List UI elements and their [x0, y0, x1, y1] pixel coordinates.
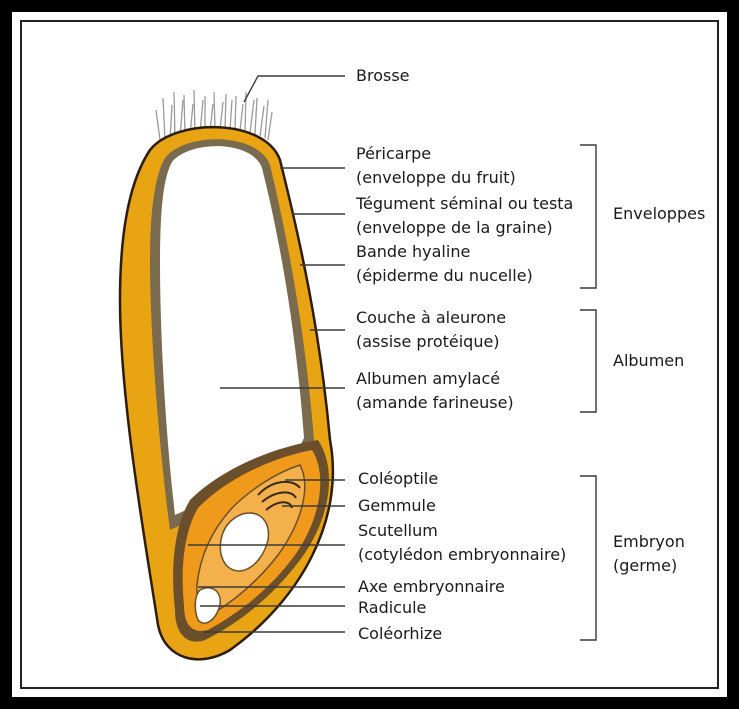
label-coleoptile: Coléoptile — [358, 467, 438, 491]
label-pericarpe: Péricarpe — [356, 142, 431, 166]
label-pericarpe-sub: (enveloppe du fruit) — [356, 166, 516, 190]
label-albumen-amylace-sub: (amande farineuse) — [356, 391, 514, 415]
label-tegument: Tégument séminal ou testa — [356, 192, 573, 216]
label-gemmule: Gemmule — [358, 494, 436, 518]
label-radicule: Radicule — [358, 596, 426, 620]
group-albumen: Albumen — [613, 349, 684, 373]
label-couche-sub: (assise protéique) — [356, 330, 500, 354]
label-albumen-amylace: Albumen amylacé — [356, 367, 500, 391]
group-embryon: Embryon — [613, 530, 685, 554]
group-brackets — [580, 145, 596, 640]
group-enveloppes: Enveloppes — [613, 202, 705, 226]
label-scutellum-sub: (cotylédon embryonnaire) — [358, 543, 566, 567]
group-embryon-sub: (germe) — [613, 554, 677, 578]
label-bande: Bande hyaline — [356, 240, 470, 264]
label-coleorhize: Coléorhize — [358, 622, 442, 646]
label-brosse: Brosse — [356, 64, 410, 88]
label-bande-sub: (épiderme du nucelle) — [356, 264, 533, 288]
label-tegument-sub: (enveloppe de la graine) — [356, 216, 553, 240]
label-couche: Couche à aleurone — [356, 306, 506, 330]
label-scutellum: Scutellum — [358, 519, 438, 543]
